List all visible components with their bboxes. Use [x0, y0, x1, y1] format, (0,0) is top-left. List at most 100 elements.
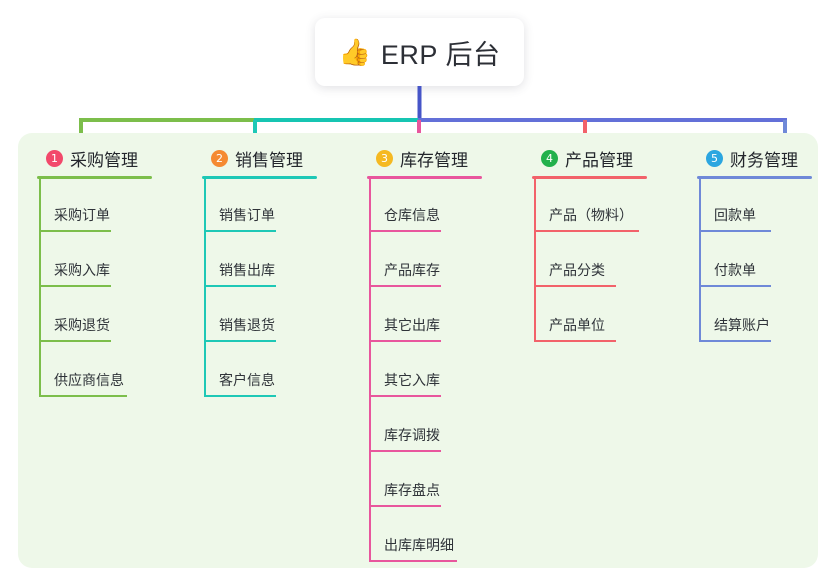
column-underline-3 [367, 176, 482, 179]
column-header-5[interactable]: 5 财务管理 [692, 146, 812, 170]
leaf-underline [534, 285, 616, 287]
leaf-label: 其它出库 [384, 317, 440, 333]
leaf-item[interactable]: 销售退货 [197, 289, 317, 344]
leaf-label: 采购退货 [54, 317, 110, 333]
column-underline-1 [37, 176, 152, 179]
leaf-label: 库存调拨 [384, 427, 440, 443]
leaf-underline [204, 285, 276, 287]
leaf-label: 销售出库 [219, 262, 275, 278]
leaf-label: 产品分类 [549, 262, 605, 278]
leaf-list-5: 回款单付款单结算账户 [692, 179, 812, 344]
leaf-item[interactable]: 销售出库 [197, 234, 317, 289]
root-node[interactable]: 👍 ERP 后台 [315, 18, 524, 86]
leaf-label: 付款单 [714, 262, 756, 278]
column-badge-2: 2 [211, 149, 228, 167]
column-header-4[interactable]: 4 产品管理 [527, 146, 647, 170]
column-badge-4: 4 [541, 149, 558, 167]
leaf-list-2: 销售订单销售出库销售退货客户信息 [197, 179, 317, 399]
column-spine-1 [39, 179, 41, 397]
column-badge-1: 1 [46, 149, 63, 167]
leaf-label: 采购订单 [54, 207, 110, 223]
leaf-underline [699, 340, 771, 342]
leaf-item[interactable]: 产品分类 [527, 234, 647, 289]
column-4: 4 产品管理产品（物料） 产品分类产品单位 [527, 146, 647, 344]
leaf-underline [39, 395, 127, 397]
leaf-underline [369, 230, 441, 232]
leaf-label: 采购入库 [54, 262, 110, 278]
leaf-underline [699, 285, 771, 287]
column-badge-3: 3 [376, 149, 393, 167]
leaf-underline [204, 230, 276, 232]
leaf-item[interactable]: 结算账户 [692, 289, 812, 344]
leaf-underline [699, 230, 771, 232]
leaf-label: 产品单位 [549, 317, 605, 333]
leaf-item[interactable]: 仓库信息 [362, 179, 482, 234]
leaf-item[interactable]: 产品（物料） [527, 179, 647, 234]
leaf-item[interactable]: 销售订单 [197, 179, 317, 234]
leaf-item[interactable]: 其它入库 [362, 344, 482, 399]
leaf-label: 回款单 [714, 207, 756, 223]
leaf-label: 产品库存 [384, 262, 440, 278]
column-underline-5 [697, 176, 812, 179]
leaf-label: 销售退货 [219, 317, 275, 333]
leaf-label: 供应商信息 [54, 372, 124, 388]
column-header-3[interactable]: 3 库存管理 [362, 146, 482, 170]
leaf-item[interactable]: 库存调拨 [362, 399, 482, 454]
leaf-list-1: 采购订单采购入库采购退货供应商信息 [32, 179, 152, 399]
leaf-item[interactable]: 库存盘点 [362, 454, 482, 509]
column-title-2: 销售管理 [235, 150, 303, 170]
leaf-underline [369, 560, 457, 562]
column-3: 3 库存管理仓库信息产品库存其它出库其它入库库存调拨库存盘点出库库明细 [362, 146, 482, 564]
leaf-label: 库存盘点 [384, 482, 440, 498]
thumbs-up-icon: 👍 [338, 37, 371, 67]
column-title-5: 财务管理 [730, 150, 798, 170]
leaf-list-4: 产品（物料） 产品分类产品单位 [527, 179, 647, 344]
column-header-2[interactable]: 2 销售管理 [197, 146, 317, 170]
leaf-label: 销售订单 [219, 207, 275, 223]
leaf-item[interactable]: 客户信息 [197, 344, 317, 399]
leaf-underline [534, 230, 639, 232]
column-underline-4 [532, 176, 647, 179]
leaf-item[interactable]: 采购退货 [32, 289, 152, 344]
column-spine-5 [699, 179, 701, 342]
leaf-underline [204, 340, 276, 342]
leaf-underline [39, 285, 111, 287]
leaf-item[interactable]: 供应商信息 [32, 344, 152, 399]
leaf-label: 结算账户 [714, 317, 770, 333]
leaf-label: 出库库明细 [384, 537, 454, 553]
leaf-underline [369, 450, 441, 452]
column-underline-2 [202, 176, 317, 179]
leaf-label: 其它入库 [384, 372, 440, 388]
leaf-item[interactable]: 产品库存 [362, 234, 482, 289]
leaf-item[interactable]: 采购订单 [32, 179, 152, 234]
leaf-item[interactable]: 出库库明细 [362, 509, 482, 564]
leaf-item[interactable]: 产品单位 [527, 289, 647, 344]
leaf-label: 仓库信息 [384, 207, 440, 223]
leaf-underline [39, 340, 111, 342]
leaf-item[interactable]: 回款单 [692, 179, 812, 234]
column-title-3: 库存管理 [400, 150, 468, 170]
leaf-underline [369, 285, 441, 287]
leaf-item[interactable]: 其它出库 [362, 289, 482, 344]
leaf-underline [204, 395, 276, 397]
column-badge-5: 5 [706, 149, 723, 167]
leaf-underline [39, 230, 111, 232]
leaf-item[interactable]: 采购入库 [32, 234, 152, 289]
column-spine-3 [369, 179, 371, 562]
column-5: 5 财务管理回款单付款单结算账户 [692, 146, 812, 344]
leaf-label: 产品（物料） [549, 207, 633, 223]
column-spine-2 [204, 179, 206, 397]
leaf-underline [369, 340, 441, 342]
content-panel [18, 133, 818, 568]
leaf-underline [369, 395, 441, 397]
leaf-underline [369, 505, 441, 507]
leaf-item[interactable]: 付款单 [692, 234, 812, 289]
column-2: 2 销售管理销售订单销售出库销售退货客户信息 [197, 146, 317, 399]
leaf-label: 客户信息 [219, 372, 275, 388]
column-title-4: 产品管理 [565, 150, 633, 170]
leaf-underline [534, 340, 616, 342]
leaf-list-3: 仓库信息产品库存其它出库其它入库库存调拨库存盘点出库库明细 [362, 179, 482, 564]
